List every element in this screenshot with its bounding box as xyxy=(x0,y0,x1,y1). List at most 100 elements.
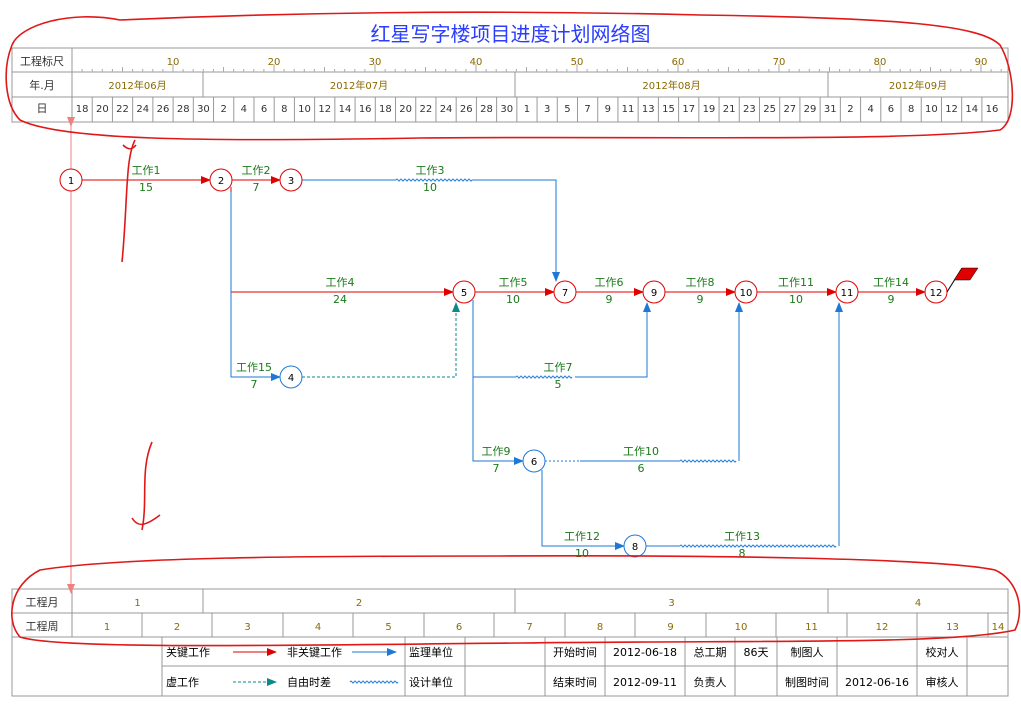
ruler-tick-label: 20 xyxy=(268,57,281,68)
legend-free-float-wave xyxy=(349,680,399,684)
reviewer-label: 审核人 xyxy=(926,675,959,689)
task-label: 工作2 xyxy=(242,164,271,177)
task-float-13 xyxy=(679,544,837,548)
annotation-arrow-up xyxy=(121,139,137,263)
task-arrow-12 xyxy=(541,470,625,550)
month-cell: 2012年09月 xyxy=(889,79,947,92)
task-label: 工作6 xyxy=(595,276,624,289)
task-duration: 10 xyxy=(423,181,437,194)
task-label: 工作1 xyxy=(132,164,161,177)
day-cell: 27 xyxy=(783,104,796,115)
legend-critical-label: 关键工作 xyxy=(166,645,210,659)
day-cell: 23 xyxy=(743,104,756,115)
node-label: 10 xyxy=(740,288,753,299)
node-circle xyxy=(623,534,647,558)
project-week-cell: 3 xyxy=(244,622,250,633)
task-duration: 24 xyxy=(333,293,347,306)
day-cell: 31 xyxy=(824,104,837,115)
proofreader-label: 校对人 xyxy=(926,645,959,659)
ruler-tick-label: 40 xyxy=(470,57,483,68)
ruler-tick-label: 50 xyxy=(571,57,584,68)
task-label: 工作4 xyxy=(326,276,355,289)
task-label: 工作14 xyxy=(873,276,909,289)
day-cell: 15 xyxy=(662,104,675,115)
day-cell: 22 xyxy=(116,104,129,115)
node-circle xyxy=(835,280,859,304)
day-cell: 24 xyxy=(136,104,149,115)
day-cell: 1 xyxy=(524,104,530,115)
day-cell: 14 xyxy=(339,104,352,115)
task-arrow-7 xyxy=(575,302,651,378)
node-circle xyxy=(522,449,546,473)
finish-flag-icon xyxy=(953,267,979,281)
node-label: 7 xyxy=(562,288,568,299)
task-duration: 10 xyxy=(575,547,589,560)
task-arrow-15 xyxy=(230,192,281,381)
day-cell: 8 xyxy=(908,104,914,115)
task-label: 工作10 xyxy=(623,445,659,458)
day-cell: 16 xyxy=(986,104,999,115)
node-circle xyxy=(553,280,577,304)
node-label: 6 xyxy=(531,457,537,468)
project-week-cell: 10 xyxy=(735,622,748,633)
project-week-cell: 12 xyxy=(876,622,889,633)
drawer-label: 制图人 xyxy=(791,646,824,659)
day-cell: 4 xyxy=(868,104,874,115)
ruler-tick-label: 10 xyxy=(167,57,180,68)
task-label: 工作11 xyxy=(778,276,814,289)
node-label: 8 xyxy=(632,542,638,553)
page-title: 红星写字楼项目进度计划网络图 xyxy=(370,22,651,46)
node-circle xyxy=(59,168,83,192)
legend-noncritical-label: 非关键工作 xyxy=(287,645,342,659)
total-duration-value: 86天 xyxy=(744,646,769,659)
node-circle xyxy=(734,280,758,304)
task-label: 工作12 xyxy=(564,530,600,543)
project-week-cell: 6 xyxy=(456,622,462,633)
project-week-cell: 8 xyxy=(597,622,603,633)
ruler-tick-label: 80 xyxy=(874,57,887,68)
day-cell: 16 xyxy=(359,104,372,115)
day-cell: 6 xyxy=(261,104,267,115)
day-cell: 22 xyxy=(419,104,432,115)
day-cell: 12 xyxy=(945,104,958,115)
legend-supervisor-label: 监理单位 xyxy=(409,645,453,659)
day-cell: 9 xyxy=(605,104,611,115)
day-cell: 8 xyxy=(281,104,287,115)
draw-time-value: 2012-06-16 xyxy=(845,676,909,689)
task-label: 工作8 xyxy=(686,276,715,289)
task-duration: 8 xyxy=(739,547,746,560)
month-cell: 2012年08月 xyxy=(642,79,700,92)
day-cell: 20 xyxy=(399,104,412,115)
header-grid-frame xyxy=(11,47,1009,123)
day-cell: 28 xyxy=(480,104,493,115)
end-time-value: 2012-09-11 xyxy=(613,676,677,689)
task-duration: 7 xyxy=(493,462,500,475)
task-duration: 15 xyxy=(139,181,153,194)
node-circle xyxy=(642,280,666,304)
ruler-tick-label: 60 xyxy=(672,57,685,68)
task-float-7 xyxy=(515,375,573,379)
day-cell: 30 xyxy=(500,104,513,115)
day-cell: 21 xyxy=(723,104,736,115)
project-week-cell: 14 xyxy=(992,622,1005,633)
node-label: 9 xyxy=(651,288,657,299)
day-cell: 10 xyxy=(298,104,311,115)
legend-dummy-label: 虚工作 xyxy=(166,676,199,689)
project-week-cell: 11 xyxy=(805,622,818,633)
task-float-3 xyxy=(395,178,473,182)
day-cell: 13 xyxy=(642,104,655,115)
start-time-value: 2012-06-18 xyxy=(613,646,677,659)
project-week-cell: 2 xyxy=(174,622,180,633)
legend-designer-label: 设计单位 xyxy=(409,675,453,689)
task-duration: 9 xyxy=(888,293,895,306)
month-cell: 2012年06月 xyxy=(108,79,166,92)
task-label: 工作7 xyxy=(544,361,573,374)
task-duration: 7 xyxy=(251,378,258,391)
task-label: 工作15 xyxy=(236,361,272,374)
node-label: 12 xyxy=(930,288,943,299)
day-cell: 4 xyxy=(241,104,247,115)
end-time-label: 结束时间 xyxy=(553,676,597,689)
day-cell: 7 xyxy=(584,104,590,115)
day-cell: 11 xyxy=(622,104,635,115)
